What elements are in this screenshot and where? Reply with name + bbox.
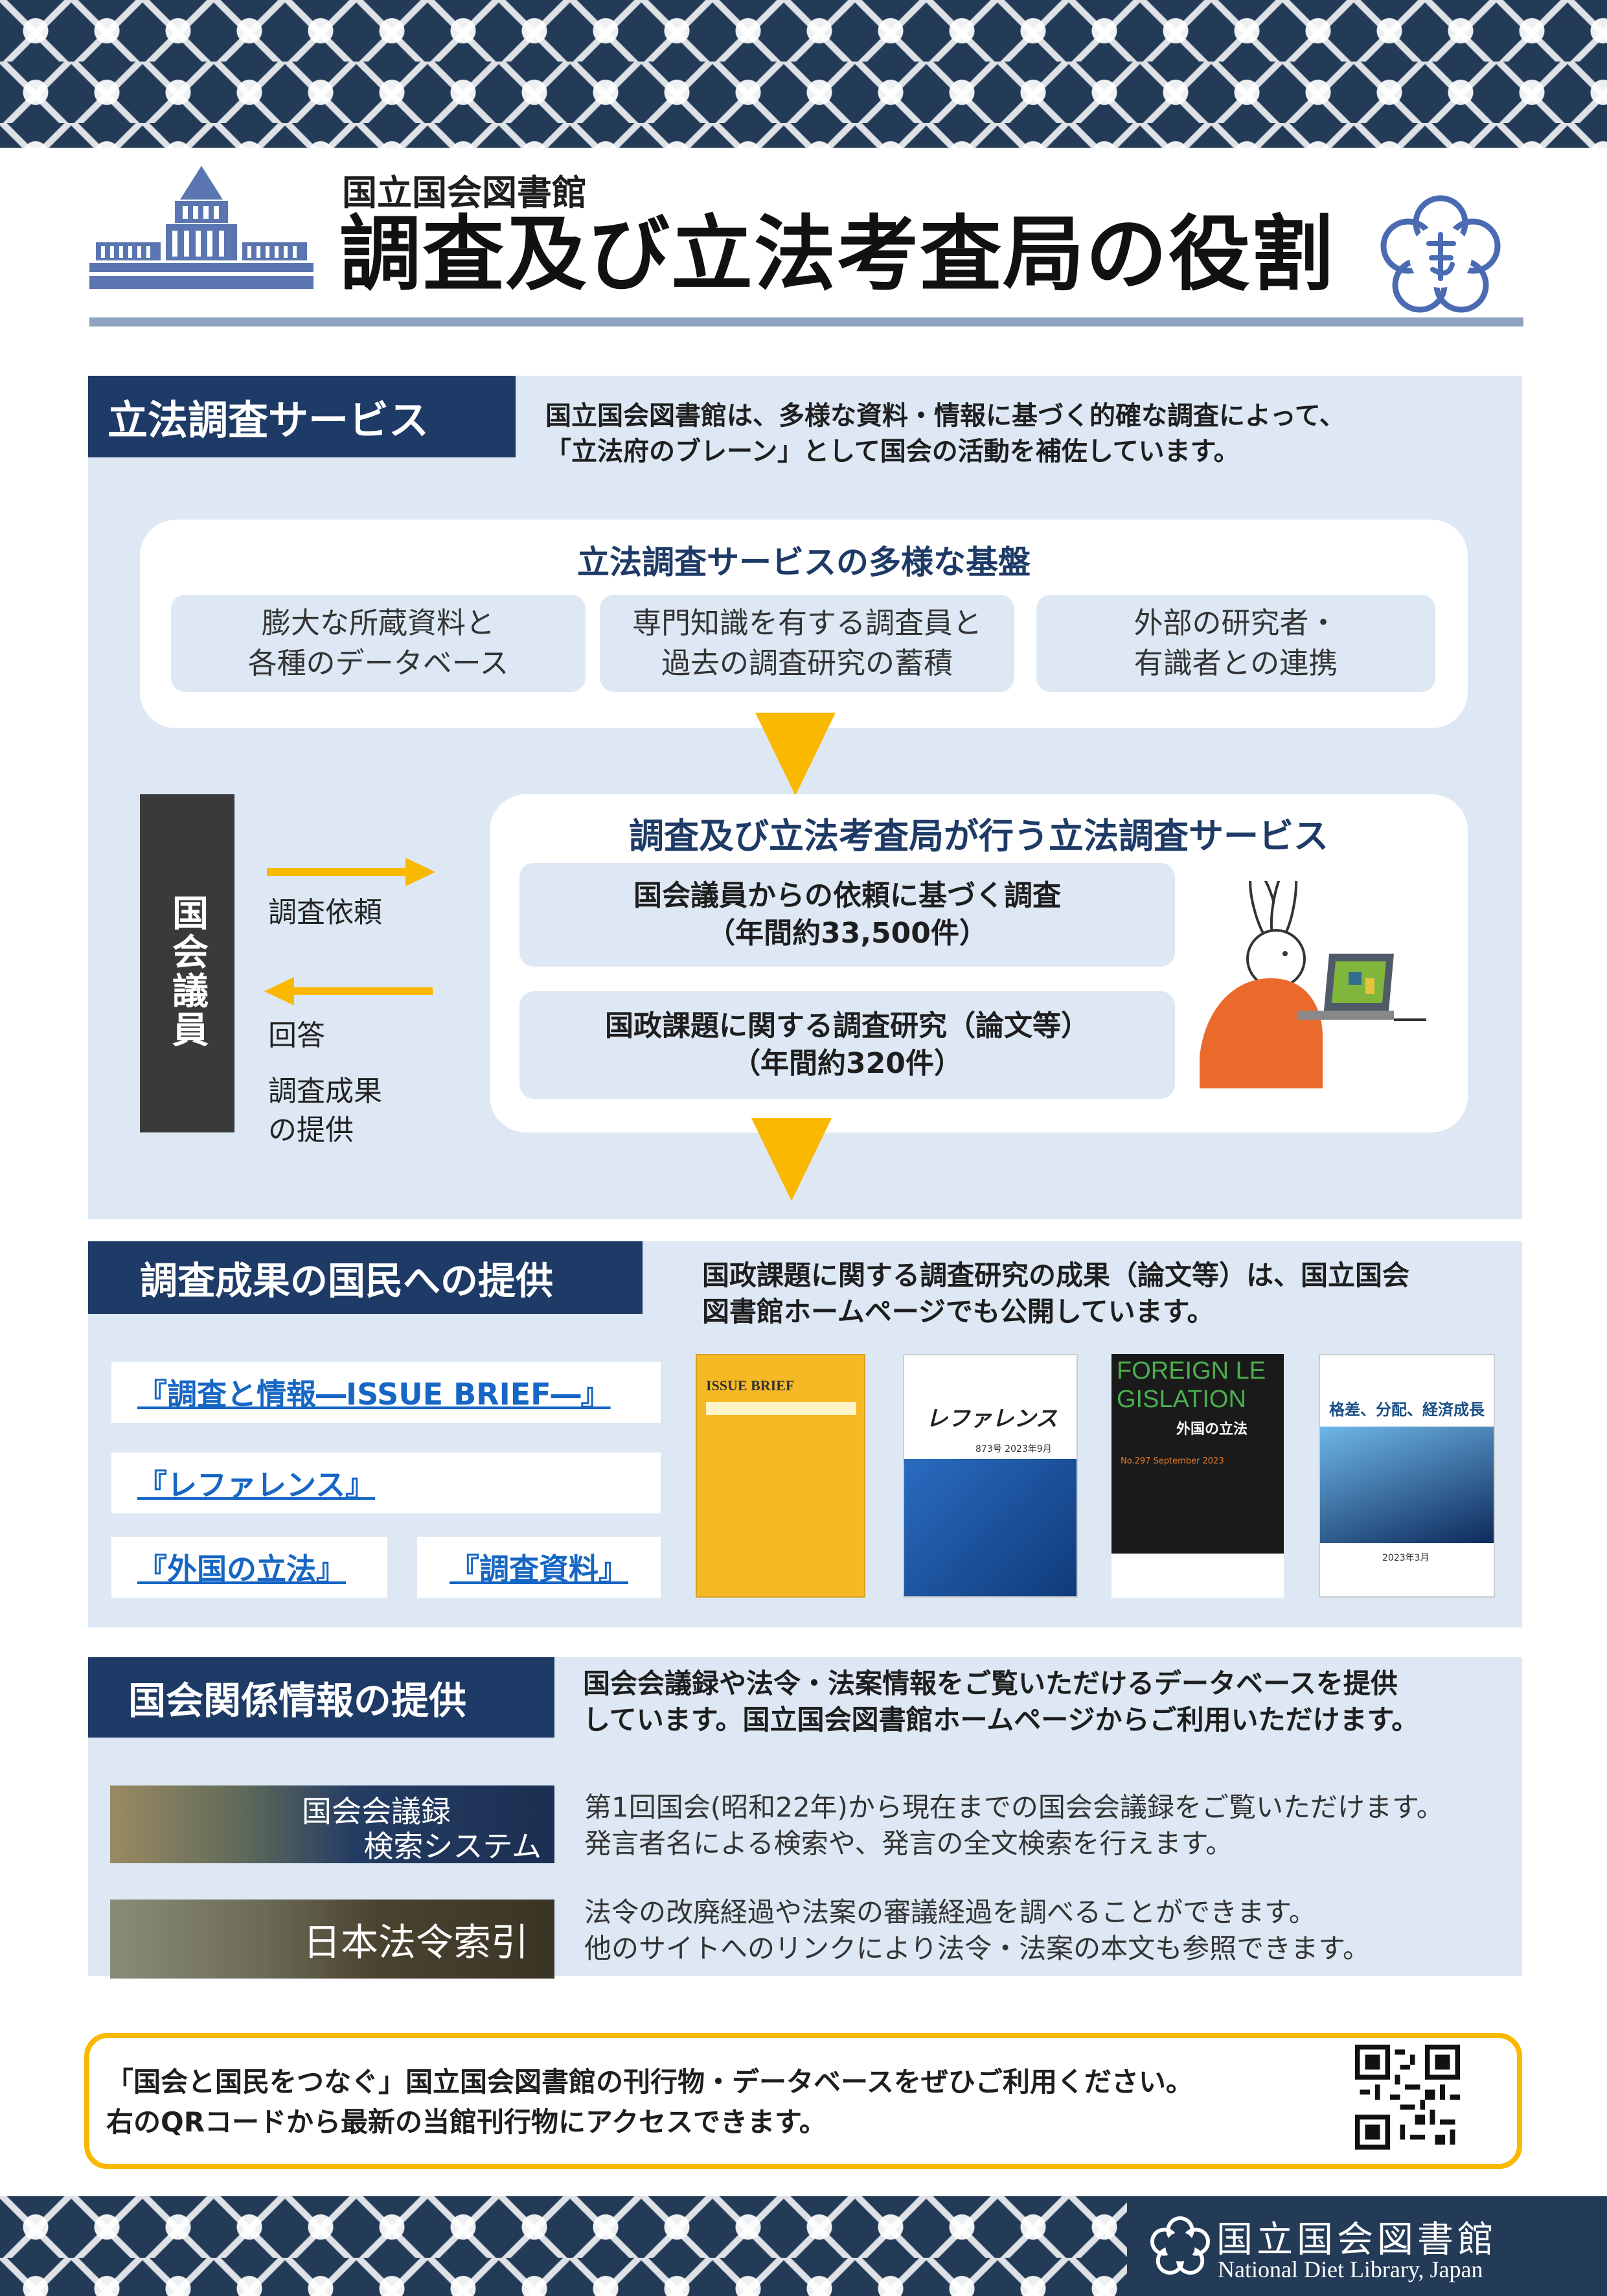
section-tab-diet-info: 国会関係情報の提供 [88,1657,554,1738]
footer-name-ja: 国立国会図書館 [1216,2219,1498,2261]
service-title: 調査及び立法考査局が行う立法調査サービス [629,816,1328,856]
title-underline [89,317,1523,327]
cover-brand: ISSUE BRIEF [706,1377,795,1394]
cover-image [904,1459,1077,1596]
service-card-line-2: （年間約33,500件） [707,917,988,950]
footer-emblem-icon [1150,2216,1211,2275]
link-research-materials[interactable]: 『調査資料』 [417,1537,661,1598]
issue-brief-link[interactable]: 『調査と情報―ISSUE BRIEF―』 [137,1377,611,1412]
foundation-card-line-2: 有識者との連携 [1134,646,1338,680]
section1-lead-2: 「立法府のブレーン」として国会の活動を補佐しています。 [545,437,1240,466]
foundation-card-external: 外部の研究者・ 有識者との連携 [1036,595,1435,692]
org-name: 国立国会図書館 [342,172,587,213]
minutes-db-label-1: 国会会議録 [302,1794,451,1829]
minutes-db-desc-1: 第1回国会(昭和22年)から現在までの国会会議録をご覧いただけます。 [584,1791,1444,1823]
section1-lead-1: 国立国会図書館は、多様な資料・情報に基づく的確な調査によって、 [545,401,1345,431]
cover-research-materials: 格差、分配、経済成長 2023年3月 [1319,1354,1495,1598]
service-card-research: 国政課題に関する調査研究（論文等） （年間約320件） [519,991,1175,1099]
section3-lead-2: しています。国立国会図書館ホームページからご利用いただけます。 [583,1704,1419,1736]
service-card-line-1: 国政課題に関する調査研究（論文等） [605,1009,1089,1042]
result-label-2: の提供 [268,1114,354,1147]
ndl-emblem-icon [1380,195,1501,313]
top-pattern-band [0,0,1607,148]
diet-member-box [140,794,234,1132]
foreign-legislation-link[interactable]: 『外国の立法』 [137,1552,346,1587]
cover-brand: レファレンス [926,1406,1058,1432]
notice-line-1: 「国会と国民をつなぐ」国立国会図書館の刊行物・データベースをぜひご利用ください。 [106,2066,1193,2098]
research-materials-link[interactable]: 『調査資料』 [450,1552,628,1587]
link-foreign-legislation[interactable]: 『外国の立法』 [111,1537,387,1598]
rabbit-researcher-illustration [1200,881,1426,1088]
cover-reference: レファレンス 873号 2023年9月 [903,1354,1078,1598]
law-index-desc-1: 法令の改廃経過や法案の審議経過を調べることができます。 [584,1896,1316,1928]
service-card-line-2: （年間約320件） [732,1047,963,1080]
foundation-card-materials: 膨大な所蔵資料と 各種のデータベース [171,595,586,692]
down-arrow-2 [751,1118,832,1201]
minutes-db-banner[interactable]: 国会会議録 検索システム [110,1785,554,1863]
request-label: 調査依頼 [268,896,382,929]
cover-foreign-legislation: FOREIGN LEGISLATION 外国の立法 No.297 Septemb… [1111,1354,1284,1598]
down-arrow-1 [755,713,836,796]
minutes-db-desc-2: 発言者名による検索や、発言の全文検索を行えます。 [584,1828,1233,1859]
cover-rule [706,1402,856,1415]
foundation-card-line-2: 各種のデータベース [247,646,509,680]
notice-line-2: 右のQRコードから最新の当館刊行物にアクセスできます。 [106,2106,826,2138]
page-title: 調査及び立法考査局の役割 [339,207,1334,302]
footer-name-en: National Diet Library, Japan [1218,2256,1483,2282]
cover-issue: No.297 September 2023 [1121,1456,1224,1466]
service-card-line-1: 国会議員からの依頼に基づく調査 [633,879,1061,912]
cover-footer [1111,1554,1284,1598]
law-index-label: 日本法令索引 [302,1920,529,1964]
service-card-requests: 国会議員からの依頼に基づく調査 （年間約33,500件） [519,863,1175,967]
cover-issue-brief: ISSUE BRIEF [696,1354,865,1598]
cover-date: 2023年3月 [1382,1553,1430,1563]
link-issue-brief[interactable]: 『調査と情報―ISSUE BRIEF―』 [111,1362,661,1423]
result-label-1: 調査成果 [268,1075,382,1108]
law-index-banner[interactable]: 日本法令索引 [110,1900,554,1979]
section-tab-legislative-service: 立法調査サービス [88,376,516,457]
foundation-card-line-1: 膨大な所蔵資料と [261,606,495,640]
cover-issue: 873号 2023年9月 [975,1444,1052,1454]
qr-code-icon[interactable] [1355,2045,1460,2150]
section-tab-public-provision: 調査成果の国民への提供 [88,1241,643,1314]
section2-lead-1: 国政課題に関する調査研究の成果（論文等）は、国立国会 [702,1259,1410,1291]
cover-subtitle: 外国の立法 [1176,1421,1248,1438]
link-reference[interactable]: 『レファレンス』 [111,1452,661,1513]
reference-link[interactable]: 『レファレンス』 [137,1467,376,1502]
cover-image [1320,1427,1494,1543]
diet-member-label: 国会議員 [166,894,209,1050]
foundation-card-line-2: 過去の調査研究の蓄積 [661,646,953,680]
arrow-right-icon [267,858,435,886]
answer-label: 回答 [268,1019,325,1052]
diet-building-icon [89,166,313,289]
law-index-desc-2: 他のサイトへのリンクにより法令・法案の本文も参照できます。 [584,1933,1370,1964]
cover-brand: FOREIGN LEGISLATION [1117,1357,1266,1413]
arrow-left-icon [264,977,433,1005]
minutes-db-label-2: 検索システム [363,1829,541,1863]
notice-box [84,2033,1522,2169]
foundation-title: 立法調査サービスの多様な基盤 [577,544,1031,581]
cover-brand: 格差、分配、経済成長 [1329,1401,1485,1419]
section2-lead-2: 図書館ホームページでも公開しています。 [702,1296,1214,1327]
foundation-card-line-1: 専門知識を有する調査員と [632,606,982,640]
section3-lead-1: 国会会議録や法令・法案情報をご覧いただけるデータベースを提供 [583,1668,1398,1699]
foundation-card-line-1: 外部の研究者・ [1134,606,1338,640]
foundation-card-researchers: 専門知識を有する調査員と 過去の調査研究の蓄積 [600,595,1014,692]
